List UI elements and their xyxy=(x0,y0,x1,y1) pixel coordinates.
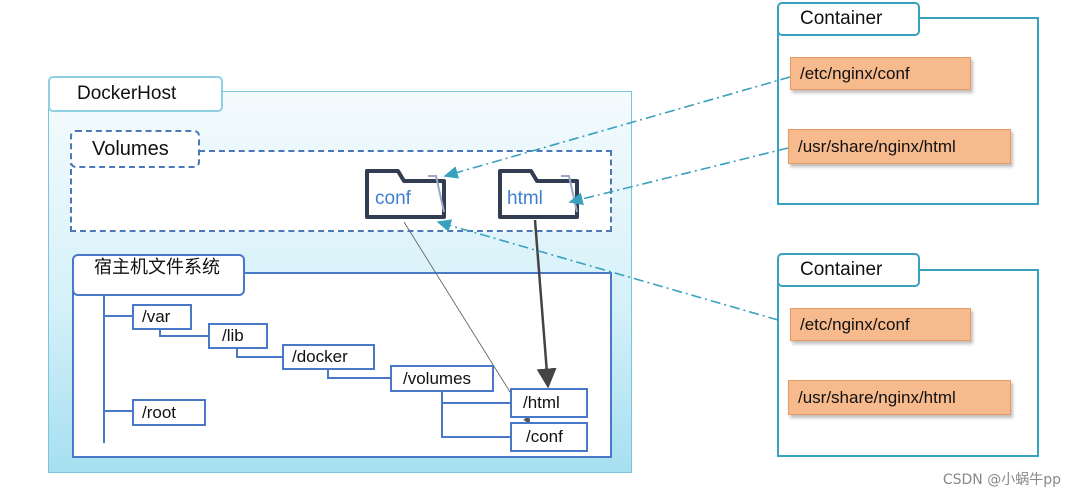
fs-node-conf-text: /conf xyxy=(526,427,563,446)
fs-node-volumes: /volumes xyxy=(390,365,494,392)
tree-connectors xyxy=(103,296,510,443)
container1-html-arrow xyxy=(568,147,789,206)
fs-node-html-text: /html xyxy=(523,393,560,412)
container-1-panel xyxy=(777,17,1039,205)
container-2-conf-text: /etc/nginx/conf xyxy=(800,314,910,334)
container-2-panel xyxy=(777,269,1039,457)
container-1-title: Container xyxy=(777,2,920,36)
html-folder-label: html xyxy=(507,188,543,209)
fs-node-root: /root xyxy=(132,399,206,426)
conf-folder-label: conf xyxy=(375,188,411,209)
container-1-html-path: /usr/share/nginx/html xyxy=(788,129,1011,164)
fs-node-docker: /docker xyxy=(282,344,375,370)
csdn-watermark: CSDN @小蜗牛pp xyxy=(942,472,1061,488)
fs-node-root-text: /root xyxy=(142,402,177,422)
conf-folder-icon xyxy=(365,169,446,219)
conf-to-host-line xyxy=(403,221,531,425)
container-2-title: Container xyxy=(777,253,920,287)
container-1-conf-path: /etc/nginx/conf xyxy=(790,57,971,90)
fs-node-lib-text: /lib xyxy=(222,326,244,345)
fs-node-docker-text: /docker xyxy=(292,347,348,366)
docker-host-title: DockerHost xyxy=(48,76,223,112)
container1-conf-arrow xyxy=(443,76,791,179)
fs-node-volumes-text: /volumes xyxy=(403,368,472,388)
container-2-html-text: /usr/share/nginx/html xyxy=(798,387,956,407)
container-1-title-text: Container xyxy=(800,8,883,29)
container-2-html-path: /usr/share/nginx/html xyxy=(788,380,1011,415)
fs-node-var: /var xyxy=(132,304,192,330)
container-2-title-text: Container xyxy=(800,259,883,280)
html-to-host-line xyxy=(533,219,557,389)
fs-node-var-text: /var xyxy=(142,307,171,326)
container-2-conf-path: /etc/nginx/conf xyxy=(790,308,971,341)
container2-conf-arrow xyxy=(436,219,779,321)
volumes-title-text: Volumes xyxy=(92,137,169,160)
docker-host-title-text: DockerHost xyxy=(77,83,177,104)
host-fs-title-text: 宿主机文件系统 xyxy=(94,257,220,277)
host-fs-title: 宿主机文件系统 xyxy=(72,254,245,296)
volumes-title: Volumes xyxy=(70,130,200,168)
fs-node-lib: /lib xyxy=(208,323,268,349)
fs-node-html: /html xyxy=(510,388,588,418)
fs-node-conf: /conf xyxy=(510,422,588,452)
container-1-conf-text: /etc/nginx/conf xyxy=(800,63,910,83)
container-1-html-text: /usr/share/nginx/html xyxy=(798,136,956,156)
